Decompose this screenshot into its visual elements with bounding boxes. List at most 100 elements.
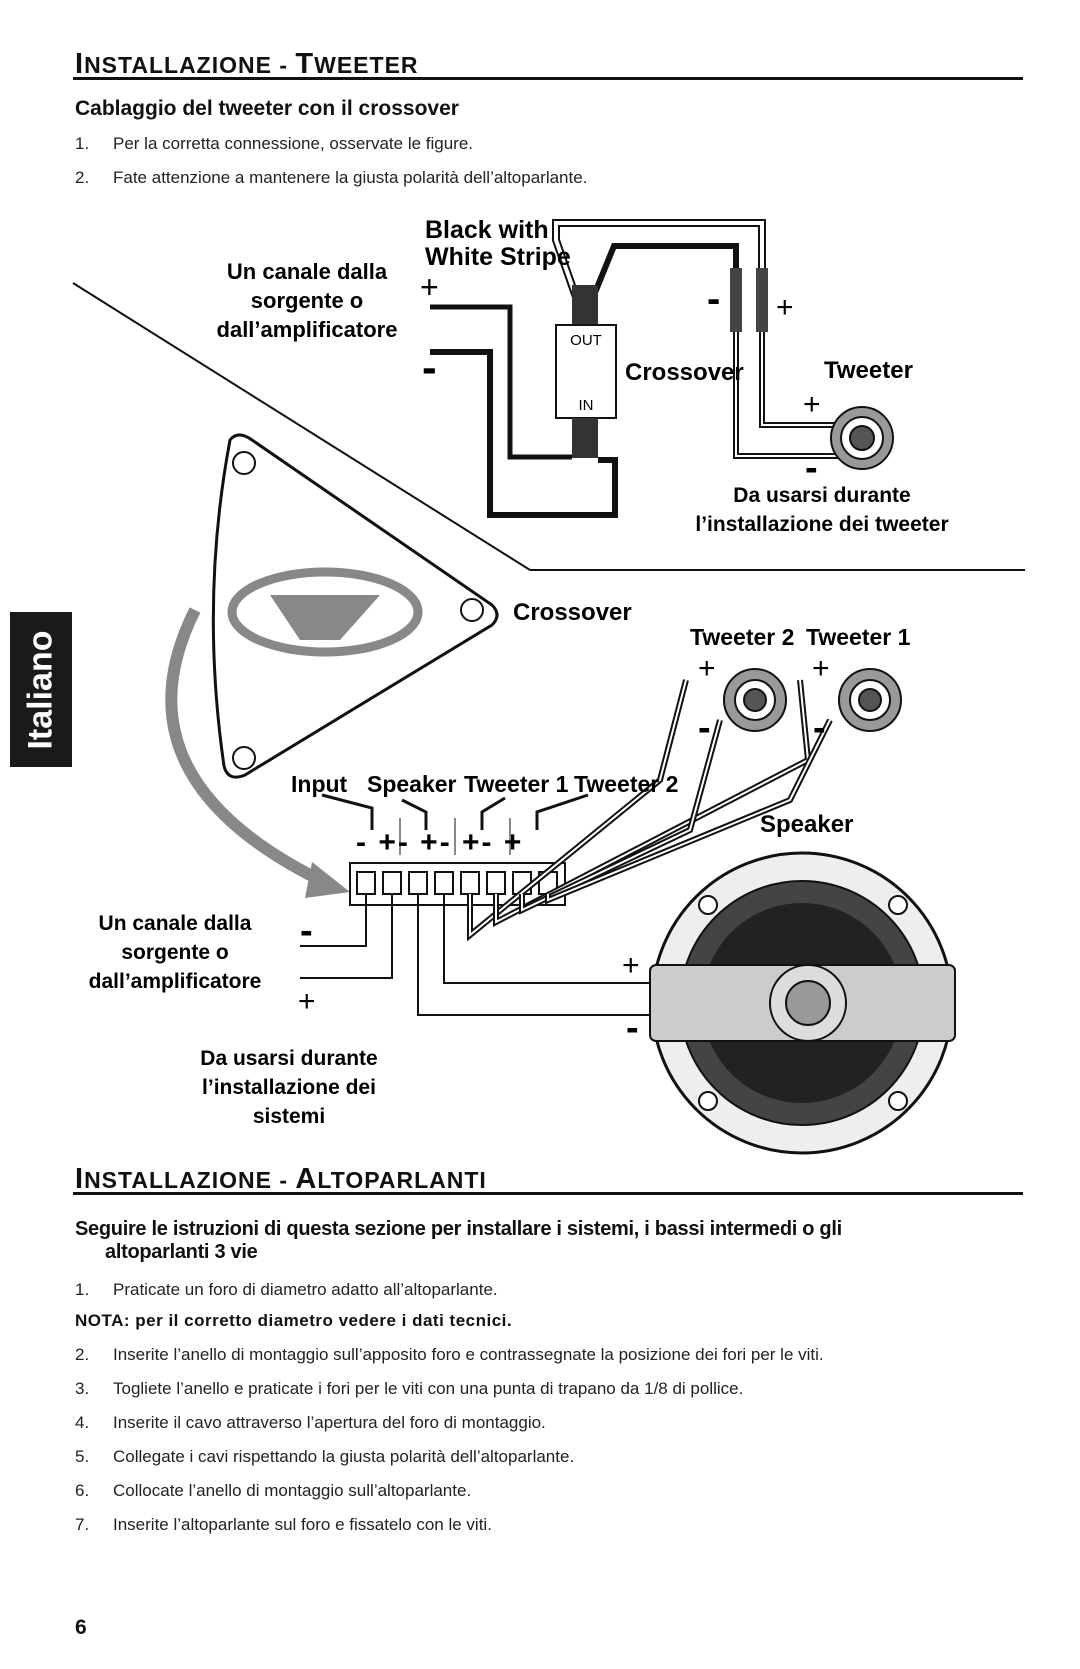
list-item: 2.Inserite l’anello di montaggio sull’ap… bbox=[75, 1345, 824, 1365]
item-number: 2. bbox=[75, 168, 90, 187]
crossover-label: Crossover bbox=[513, 599, 632, 626]
tweeter-dome bbox=[743, 688, 767, 712]
title-part: LTOPARLANTI bbox=[317, 1167, 487, 1193]
braid bbox=[572, 418, 598, 458]
usage-label: Da usarsi durante bbox=[733, 484, 910, 507]
terminal bbox=[408, 871, 428, 895]
pointer-line bbox=[535, 793, 589, 830]
terminal bbox=[460, 871, 480, 895]
terminal bbox=[486, 871, 506, 895]
out-label: OUT bbox=[570, 332, 602, 349]
title-initial: A bbox=[295, 1163, 318, 1195]
item-text: Collocate l’anello di montaggio sull’alt… bbox=[113, 1481, 472, 1500]
list-item: 7. Inserite l’altoparlante sul foro e fis… bbox=[75, 1515, 492, 1535]
intro-text: Seguire le istruzioni di questa sezione … bbox=[75, 1218, 842, 1264]
source-label: dall’amplificatore bbox=[89, 970, 262, 993]
terminal bbox=[356, 871, 376, 895]
logo-mark bbox=[270, 595, 380, 640]
in-label: IN bbox=[579, 397, 594, 414]
list-item: 5.Collegate i cavi rispettando la giusta… bbox=[75, 1447, 574, 1467]
screw-icon bbox=[232, 746, 256, 770]
polarity-marks: - +- +- +- + bbox=[356, 826, 523, 859]
wire-fill bbox=[761, 332, 840, 426]
usage-label: l’installazione dei tweeter bbox=[695, 513, 948, 536]
speaker-dust-cap bbox=[785, 980, 831, 1026]
logo-icon bbox=[227, 567, 423, 657]
terminal bbox=[382, 871, 402, 895]
item-number: 1. bbox=[75, 134, 90, 153]
screw-icon bbox=[698, 1091, 718, 1111]
item-text: Per la corretta connessione, osservate l… bbox=[113, 134, 474, 153]
speaker-wire bbox=[417, 894, 660, 1016]
source-label: Un canale dalla bbox=[99, 912, 252, 935]
plus-sign: + bbox=[776, 291, 794, 324]
item-text: Praticate un foro di diametro adatto all… bbox=[113, 1280, 498, 1299]
item-text: Fate attenzione a mantenere la giusta po… bbox=[113, 168, 588, 187]
striped-wire-fill bbox=[554, 221, 764, 301]
plus-sign: + bbox=[698, 652, 716, 685]
screw-icon bbox=[888, 1091, 908, 1111]
minus-sign: - bbox=[805, 447, 818, 489]
item-number: 2. bbox=[75, 1345, 90, 1364]
section-title-tweeter: INSTALLAZIONE - TWEETER bbox=[75, 48, 419, 81]
wire-fill bbox=[521, 719, 721, 912]
wire-fill bbox=[495, 679, 810, 924]
language-tab-label: Italiano bbox=[21, 629, 60, 750]
tweeter-2-label: Tweeter 2 bbox=[690, 624, 794, 650]
input-wire bbox=[300, 894, 367, 947]
wire-fill bbox=[735, 332, 850, 457]
title-part: NSTALLAZIONE - bbox=[84, 1167, 296, 1193]
tweeter-1-label: Tweeter 1 bbox=[806, 624, 911, 650]
pointer-line bbox=[401, 798, 428, 830]
title-initial: I bbox=[75, 48, 85, 80]
minus-sign: - bbox=[813, 707, 826, 749]
section-title-speakers: INSTALLAZIONE - ALTOPARLANTI bbox=[75, 1163, 487, 1196]
wire-label: Black with bbox=[425, 216, 549, 244]
page-number: 6 bbox=[75, 1616, 87, 1639]
subheading-wiring: Cablaggio del tweeter con il crossover bbox=[75, 97, 459, 120]
item-text: Togliete l’anello e praticate i fori per… bbox=[113, 1379, 744, 1398]
item-number: 7. bbox=[75, 1515, 90, 1534]
wire-fill bbox=[547, 719, 831, 902]
crossover-label: Crossover bbox=[625, 359, 744, 386]
minus-sign: - bbox=[300, 910, 313, 952]
list-item: 3.Togliete l’anello e praticate i fori p… bbox=[75, 1379, 743, 1399]
list-item: 1. Per la corretta connessione, osservate… bbox=[75, 134, 473, 154]
terminal bbox=[434, 871, 454, 895]
intro-line: altoparlanti 3 vie bbox=[105, 1241, 258, 1263]
item-number: 4. bbox=[75, 1413, 90, 1432]
language-tab: Italiano bbox=[10, 612, 72, 767]
connector-plug bbox=[756, 268, 768, 332]
title-part: WEETER bbox=[314, 52, 419, 78]
tweeter-1-terminal-label: Tweeter 1 bbox=[464, 771, 569, 797]
divider-line bbox=[72, 282, 531, 571]
speaker-terminal-label: Speaker bbox=[367, 771, 457, 797]
item-number: 6. bbox=[75, 1481, 90, 1500]
section-rule bbox=[73, 1192, 1023, 1195]
input-wire-plus bbox=[430, 304, 572, 460]
input-wire-minus bbox=[430, 349, 618, 518]
list-item: 2. Fate attenzione a mantenere la giusta … bbox=[75, 168, 587, 188]
note-text: NOTA: per il corretto diametro vedere i … bbox=[75, 1311, 513, 1330]
screw-icon bbox=[232, 451, 256, 475]
screw-icon bbox=[698, 895, 718, 915]
source-label: dall’amplificatore bbox=[217, 317, 398, 342]
plus-sign: + bbox=[298, 985, 316, 1018]
minus-sign: - bbox=[422, 343, 437, 392]
tweeter-dome bbox=[849, 425, 875, 451]
screw-icon bbox=[460, 598, 484, 622]
braid bbox=[572, 285, 598, 325]
list-item: 4.Inserite il cavo attraverso l’apertura… bbox=[75, 1413, 546, 1433]
plus-sign: + bbox=[803, 388, 821, 421]
item-text: Inserite l’altoparlante sul foro e fissa… bbox=[113, 1515, 492, 1534]
diagram-tweeter-wiring: OUT IN bbox=[430, 219, 894, 518]
source-label: Un canale dalla bbox=[227, 259, 388, 284]
item-number: 1. bbox=[75, 1280, 90, 1299]
source-label: sorgente o bbox=[121, 941, 228, 964]
usage-label: sistemi bbox=[253, 1105, 325, 1128]
pointer-line bbox=[480, 796, 506, 830]
intro-line: Seguire le istruzioni di questa sezione … bbox=[75, 1218, 842, 1240]
black-wire bbox=[589, 243, 739, 302]
section-rule bbox=[73, 77, 1023, 80]
